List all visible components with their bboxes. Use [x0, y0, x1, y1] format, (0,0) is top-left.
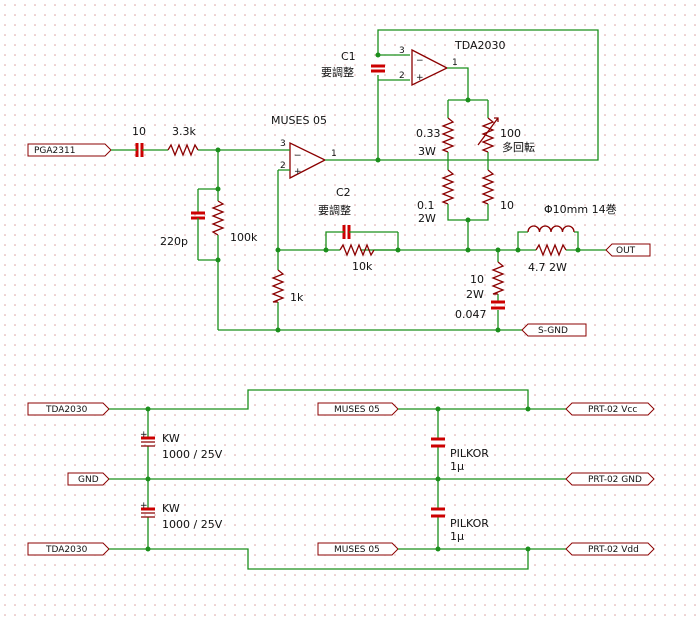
- opamp-tda2030[interactable]: [411, 48, 449, 87]
- amplifier-section: PGA2311 10 3.3k 220p 100k: [27, 29, 651, 337]
- label-coil: Φ10mm 14巻: [544, 203, 617, 216]
- pin-tda-minus: −: [416, 56, 424, 66]
- resistor-0-33[interactable]: [441, 117, 455, 153]
- resistor-10k[interactable]: [339, 243, 375, 257]
- opamp-muses05[interactable]: [289, 141, 327, 180]
- label-pilkor-top-val: 1μ: [450, 460, 464, 473]
- pin-muses-3: 3: [280, 139, 286, 149]
- capacitor-pilkor-top[interactable]: [431, 437, 445, 448]
- label-muses05: MUSES 05: [271, 114, 327, 127]
- label-r-4-7: 4.7 2W: [528, 261, 567, 274]
- inductor-coil[interactable]: [527, 225, 575, 233]
- label-tda2030: TDA2030: [454, 39, 506, 52]
- pin-muses-plus: +: [294, 167, 302, 177]
- label-r-0-33-watt: 3W: [418, 145, 436, 158]
- resistor-100k[interactable]: [211, 200, 225, 236]
- port-out-label: OUT: [616, 246, 636, 256]
- label-r-10k: 10k: [352, 260, 373, 273]
- trimmer-100[interactable]: [477, 117, 499, 153]
- resistor-zobel-10[interactable]: [491, 261, 505, 295]
- label-r-3-3k: 3.3k: [172, 125, 196, 138]
- resistor-1k[interactable]: [271, 269, 285, 303]
- label-kw-bottom-val: 1000 / 25V: [162, 518, 223, 531]
- resistor-0-1[interactable]: [441, 169, 455, 205]
- resistor-10-right[interactable]: [481, 169, 495, 205]
- port-tda2030-bottom-label: TDA2030: [45, 545, 88, 555]
- resistor-3-3k[interactable]: [167, 143, 199, 157]
- label-c-input: 10: [132, 125, 146, 138]
- port-prt02-vdd-label: PRT-02 Vdd: [588, 545, 639, 555]
- port-prt02-vdd[interactable]: PRT-02 Vdd: [565, 542, 655, 556]
- power-section: TDA2030 MUSES 05 PRT-02 Vcc + KW 1000 / …: [27, 389, 655, 570]
- port-out[interactable]: OUT: [605, 243, 651, 257]
- capacitor-c1[interactable]: [371, 64, 385, 73]
- capacitor-pilkor-bottom[interactable]: [431, 507, 445, 518]
- port-tda2030-top[interactable]: TDA2030: [27, 402, 110, 416]
- pin-tda-3: 3: [399, 46, 405, 56]
- port-prt02-gnd-label: PRT-02 GND: [588, 475, 642, 485]
- capacitor-kw-top[interactable]: [141, 436, 155, 447]
- port-tda2030-bottom[interactable]: TDA2030: [27, 542, 110, 556]
- pin-kw-bot-plus: +: [140, 501, 148, 511]
- port-prt02-vcc[interactable]: PRT-02 Vcc: [565, 402, 655, 416]
- pin-muses-minus: −: [294, 151, 302, 161]
- label-zobel-r: 10: [470, 273, 484, 286]
- capacitor-c2[interactable]: [336, 225, 358, 239]
- port-tda2030-top-label: TDA2030: [45, 405, 88, 415]
- label-r-1k: 1k: [290, 291, 304, 304]
- label-c2-note: 要調整: [318, 203, 351, 217]
- pin-tda-2: 2: [399, 71, 405, 81]
- label-vr-note: 多回転: [502, 140, 535, 154]
- label-r-0-1-watt: 2W: [418, 212, 436, 225]
- label-pilkor-top: PILKOR: [450, 447, 489, 460]
- label-r-10-right: 10: [500, 199, 514, 212]
- port-muses-top[interactable]: MUSES 05: [317, 402, 399, 416]
- label-zobel-c: 0.047: [455, 308, 487, 321]
- port-s-gnd[interactable]: S-GND: [521, 323, 587, 337]
- label-r-100k: 100k: [230, 231, 258, 244]
- port-prt02-vcc-label: PRT-02 Vcc: [588, 405, 637, 415]
- port-pga2311[interactable]: PGA2311: [27, 143, 112, 157]
- label-c-220p: 220p: [160, 235, 188, 248]
- label-pilkor-bottom-val: 1μ: [450, 530, 464, 543]
- capacitor-kw-bottom[interactable]: [141, 507, 155, 518]
- port-muses-bottom[interactable]: MUSES 05: [317, 542, 399, 556]
- label-c2: C2: [336, 186, 351, 199]
- port-pga2311-label: PGA2311: [34, 146, 75, 156]
- label-r-0-1: 0.1: [417, 199, 435, 212]
- pin-tda-1: 1: [452, 58, 458, 68]
- capacitor-input-10[interactable]: [132, 143, 168, 157]
- port-gnd-label: GND: [78, 475, 99, 485]
- label-zobel-r-watt: 2W: [466, 288, 484, 301]
- label-c1: C1: [341, 50, 356, 63]
- resistor-4-7[interactable]: [535, 243, 567, 257]
- port-s-gnd-label: S-GND: [538, 326, 568, 336]
- label-c1-note: 要調整: [321, 65, 354, 79]
- port-gnd[interactable]: GND: [67, 472, 110, 486]
- pin-muses-2: 2: [280, 161, 286, 171]
- label-pilkor-bottom: PILKOR: [450, 517, 489, 530]
- label-kw-bottom: KW: [162, 502, 180, 515]
- label-r-0-33: 0.33: [416, 127, 441, 140]
- pin-muses-1: 1: [331, 149, 337, 159]
- pin-tda-plus: +: [416, 73, 424, 83]
- label-vr-100: 100: [500, 127, 521, 140]
- pin-kw-top-plus: +: [140, 430, 148, 440]
- port-prt02-gnd[interactable]: PRT-02 GND: [565, 472, 655, 486]
- port-muses-top-label: MUSES 05: [334, 405, 380, 415]
- label-kw-top: KW: [162, 432, 180, 445]
- label-kw-top-val: 1000 / 25V: [162, 448, 223, 461]
- capacitor-220p[interactable]: [191, 211, 205, 223]
- port-muses-bottom-label: MUSES 05: [334, 545, 380, 555]
- capacitor-zobel-0-047[interactable]: [491, 300, 505, 310]
